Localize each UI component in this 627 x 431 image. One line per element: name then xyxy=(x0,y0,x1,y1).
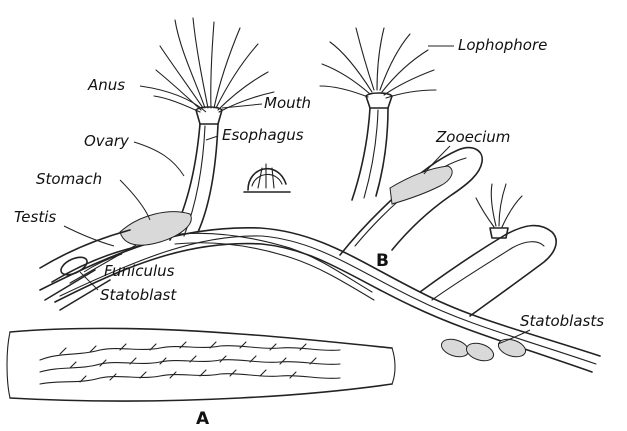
label-zooecium: Zooecium xyxy=(435,128,510,146)
left-zooid xyxy=(40,18,274,282)
panel-label-a: A xyxy=(196,409,210,429)
label-stomach: Stomach xyxy=(36,170,102,188)
label-testis: Testis xyxy=(14,208,56,226)
label-anus: Anus xyxy=(87,76,125,94)
label-statoblast: Statoblast xyxy=(100,286,177,304)
statoblasts-cluster xyxy=(439,336,528,364)
dome-bud xyxy=(244,164,290,192)
label-esophagus: Esophagus xyxy=(222,126,304,144)
twig-specimen xyxy=(7,328,395,401)
label-funiculus: Funiculus xyxy=(104,262,175,280)
label-statoblasts: Statoblasts xyxy=(520,312,604,330)
label-lophophore: Lophophore xyxy=(458,36,547,54)
label-mouth: Mouth xyxy=(264,94,311,112)
middle-zooid xyxy=(320,28,452,204)
label-ovary: Ovary xyxy=(84,132,130,150)
panel-label-b: B xyxy=(376,251,389,271)
colony-branch xyxy=(40,148,600,372)
